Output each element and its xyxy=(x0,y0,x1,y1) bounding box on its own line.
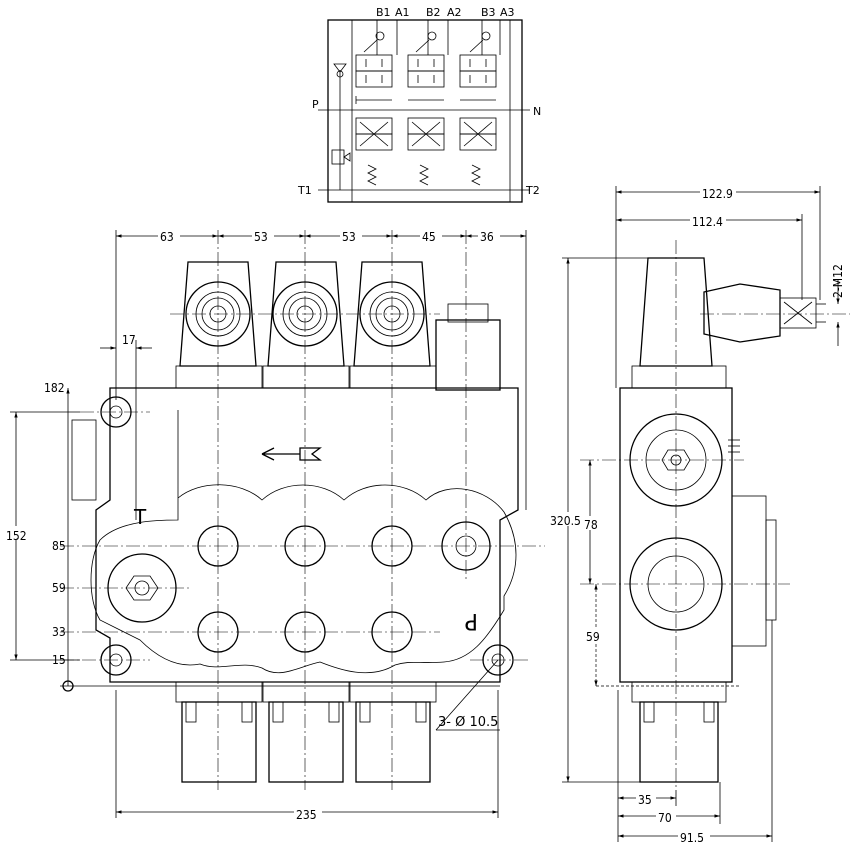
dim-235: 235 xyxy=(296,808,317,822)
dim-15: 15 xyxy=(52,653,66,667)
side-view: 122.9 112.4 2-M12 320.5 78 59 35 xyxy=(548,185,850,845)
top-dimensions: 63 53 53 45 36 xyxy=(115,228,527,510)
port-label-p: P xyxy=(312,98,319,111)
dim-36: 36 xyxy=(480,230,494,244)
schematic-section-1 xyxy=(355,20,398,186)
dim-59-side: 59 xyxy=(586,630,600,644)
dim-45: 45 xyxy=(422,230,436,244)
p-port-mark: P xyxy=(465,608,478,633)
dim-53-b: 53 xyxy=(342,230,356,244)
mounting-holes xyxy=(100,396,514,676)
actuator-caps xyxy=(175,261,501,391)
hole-callout: 3- Ø 10.5 xyxy=(435,659,500,731)
dim-85: 85 xyxy=(52,539,66,553)
bottom-dimension: 235 xyxy=(115,690,499,822)
schematic-section-2 xyxy=(407,20,449,186)
front-view: 63 53 53 45 36 17 T P 152 xyxy=(6,228,545,822)
dim-152: 152 xyxy=(6,529,27,543)
left-dimensions: 152 182 85 59 33 15 xyxy=(6,381,500,692)
dim-17: 17 xyxy=(122,333,136,347)
port-label-b3: B3 xyxy=(481,6,496,19)
dim-53-a: 53 xyxy=(254,230,268,244)
dim-35: 35 xyxy=(638,793,652,807)
hydraulic-schematic: B1 A1 B2 A2 B3 A3 P N T1 T2 xyxy=(297,6,541,203)
schematic-section-3 xyxy=(459,20,501,186)
work-ports xyxy=(107,521,491,653)
dim-182: 182 xyxy=(44,381,65,395)
port-label-a1: A1 xyxy=(395,6,410,19)
dim-320-5: 320.5 xyxy=(550,514,581,528)
dim-122-9: 122.9 xyxy=(702,187,733,201)
port-label-a2: A2 xyxy=(447,6,462,19)
t-port-mark: T xyxy=(133,505,147,529)
thread-2-m12: 2-M12 xyxy=(831,264,845,298)
dim-63: 63 xyxy=(160,230,174,244)
hole-callout-text: 3- Ø 10.5 xyxy=(438,715,498,730)
side-dimensions: 122.9 112.4 2-M12 320.5 78 59 35 xyxy=(548,185,845,845)
port-label-n: N xyxy=(533,105,541,118)
dim-112-4: 112.4 xyxy=(692,215,723,229)
dim-78: 78 xyxy=(584,518,598,532)
dim-59: 59 xyxy=(52,581,66,595)
port-label-b1: B1 xyxy=(376,6,391,19)
bottom-caps xyxy=(175,681,437,783)
dimension-17: 17 xyxy=(100,333,152,520)
port-label-t1: T1 xyxy=(297,184,312,197)
dim-91-5: 91.5 xyxy=(680,831,704,845)
dim-33: 33 xyxy=(52,625,66,639)
port-label-a3: A3 xyxy=(500,6,515,19)
port-label-b2: B2 xyxy=(426,6,441,19)
port-label-t2: T2 xyxy=(525,184,540,197)
dim-70: 70 xyxy=(658,811,672,825)
